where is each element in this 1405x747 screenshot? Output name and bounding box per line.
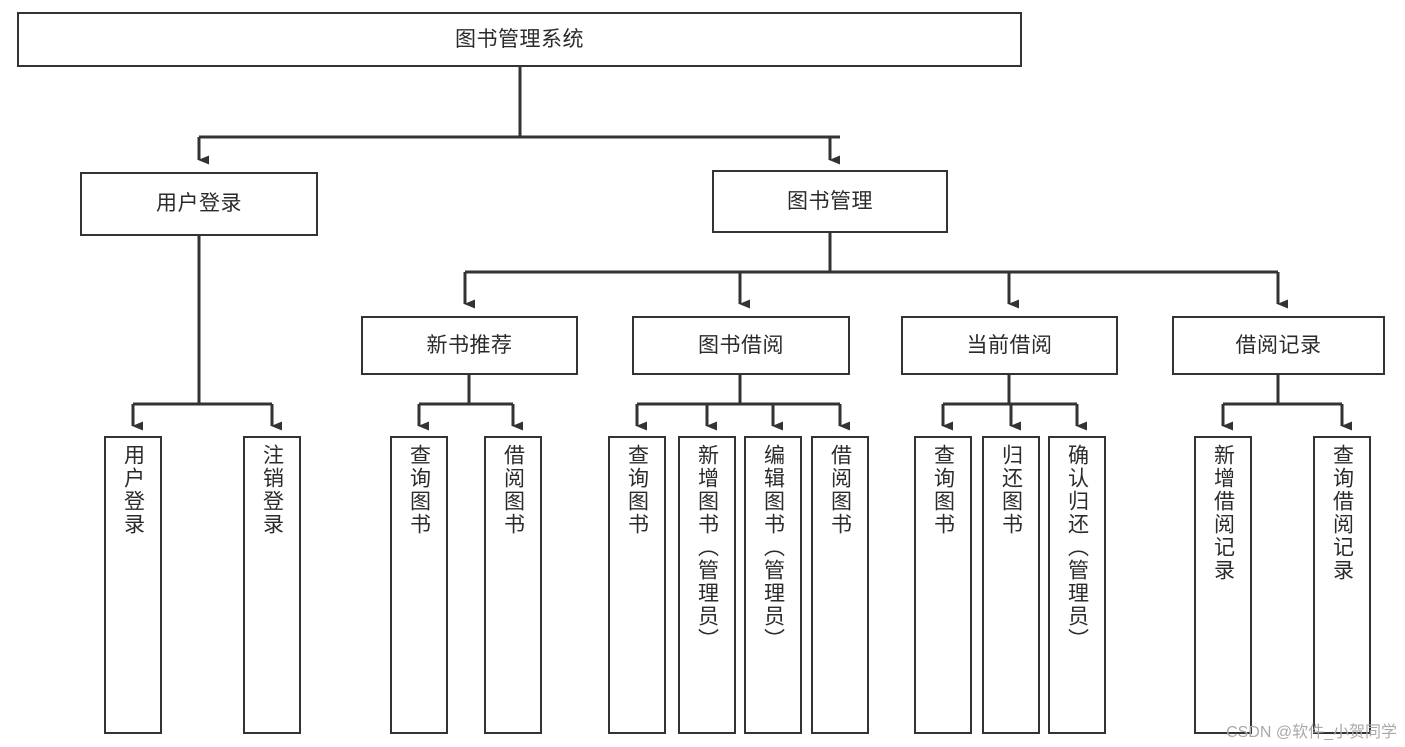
node-leaf-confirm-return-label: 确认归还（管理员） — [1065, 444, 1089, 651]
node-leaf-logout-label: 注销登录 — [260, 444, 284, 536]
node-leaf-user-login[interactable]: 用户登录 — [104, 436, 162, 734]
node-leaf-edit-book[interactable]: 编辑图书（管理员） — [744, 436, 802, 734]
node-root-label: 图书管理系统 — [455, 27, 584, 51]
node-current-borrow[interactable]: 当前借阅 — [901, 316, 1118, 375]
node-leaf-query-record-label: 查询借阅记录 — [1330, 444, 1354, 582]
node-leaf-confirm-return[interactable]: 确认归还（管理员） — [1048, 436, 1106, 734]
node-leaf-query-book-1[interactable]: 查询图书 — [390, 436, 448, 734]
node-root[interactable]: 图书管理系统 — [17, 12, 1022, 67]
node-current-borrow-label: 当前借阅 — [966, 333, 1053, 357]
node-book-borrow-label: 图书借阅 — [698, 333, 784, 357]
node-leaf-user-login-label: 用户登录 — [121, 444, 145, 536]
node-leaf-query-book-3[interactable]: 查询图书 — [914, 436, 972, 734]
node-leaf-borrow-book-1[interactable]: 借阅图书 — [484, 436, 542, 734]
node-book-manage[interactable]: 图书管理 — [712, 170, 948, 233]
node-leaf-add-record[interactable]: 新增借阅记录 — [1194, 436, 1252, 734]
node-new-book-rec-label: 新书推荐 — [426, 333, 513, 357]
node-leaf-query-book-2-label: 查询图书 — [625, 444, 649, 536]
node-leaf-return-book-label: 归还图书 — [999, 444, 1023, 536]
node-leaf-add-book-label: 新增图书（管理员） — [695, 444, 719, 651]
node-leaf-borrow-book-2-label: 借阅图书 — [828, 444, 852, 536]
node-borrow-record[interactable]: 借阅记录 — [1172, 316, 1385, 375]
node-leaf-return-book[interactable]: 归还图书 — [982, 436, 1040, 734]
node-leaf-add-record-label: 新增借阅记录 — [1211, 444, 1235, 582]
node-book-manage-label: 图书管理 — [787, 189, 873, 213]
node-leaf-borrow-book-2[interactable]: 借阅图书 — [811, 436, 869, 734]
node-leaf-borrow-book-1-label: 借阅图书 — [501, 444, 525, 536]
node-user-login[interactable]: 用户登录 — [80, 172, 318, 236]
node-borrow-record-label: 借阅记录 — [1235, 333, 1322, 357]
node-leaf-query-book-2[interactable]: 查询图书 — [608, 436, 666, 734]
node-leaf-query-record[interactable]: 查询借阅记录 — [1313, 436, 1371, 734]
node-leaf-edit-book-label: 编辑图书（管理员） — [761, 444, 785, 651]
node-user-login-label: 用户登录 — [156, 192, 242, 216]
node-leaf-query-book-1-label: 查询图书 — [407, 444, 431, 536]
node-leaf-logout[interactable]: 注销登录 — [243, 436, 301, 734]
node-book-borrow[interactable]: 图书借阅 — [632, 316, 850, 375]
node-leaf-query-book-3-label: 查询图书 — [931, 444, 955, 536]
node-leaf-add-book[interactable]: 新增图书（管理员） — [678, 436, 736, 734]
node-new-book-rec[interactable]: 新书推荐 — [361, 316, 578, 375]
